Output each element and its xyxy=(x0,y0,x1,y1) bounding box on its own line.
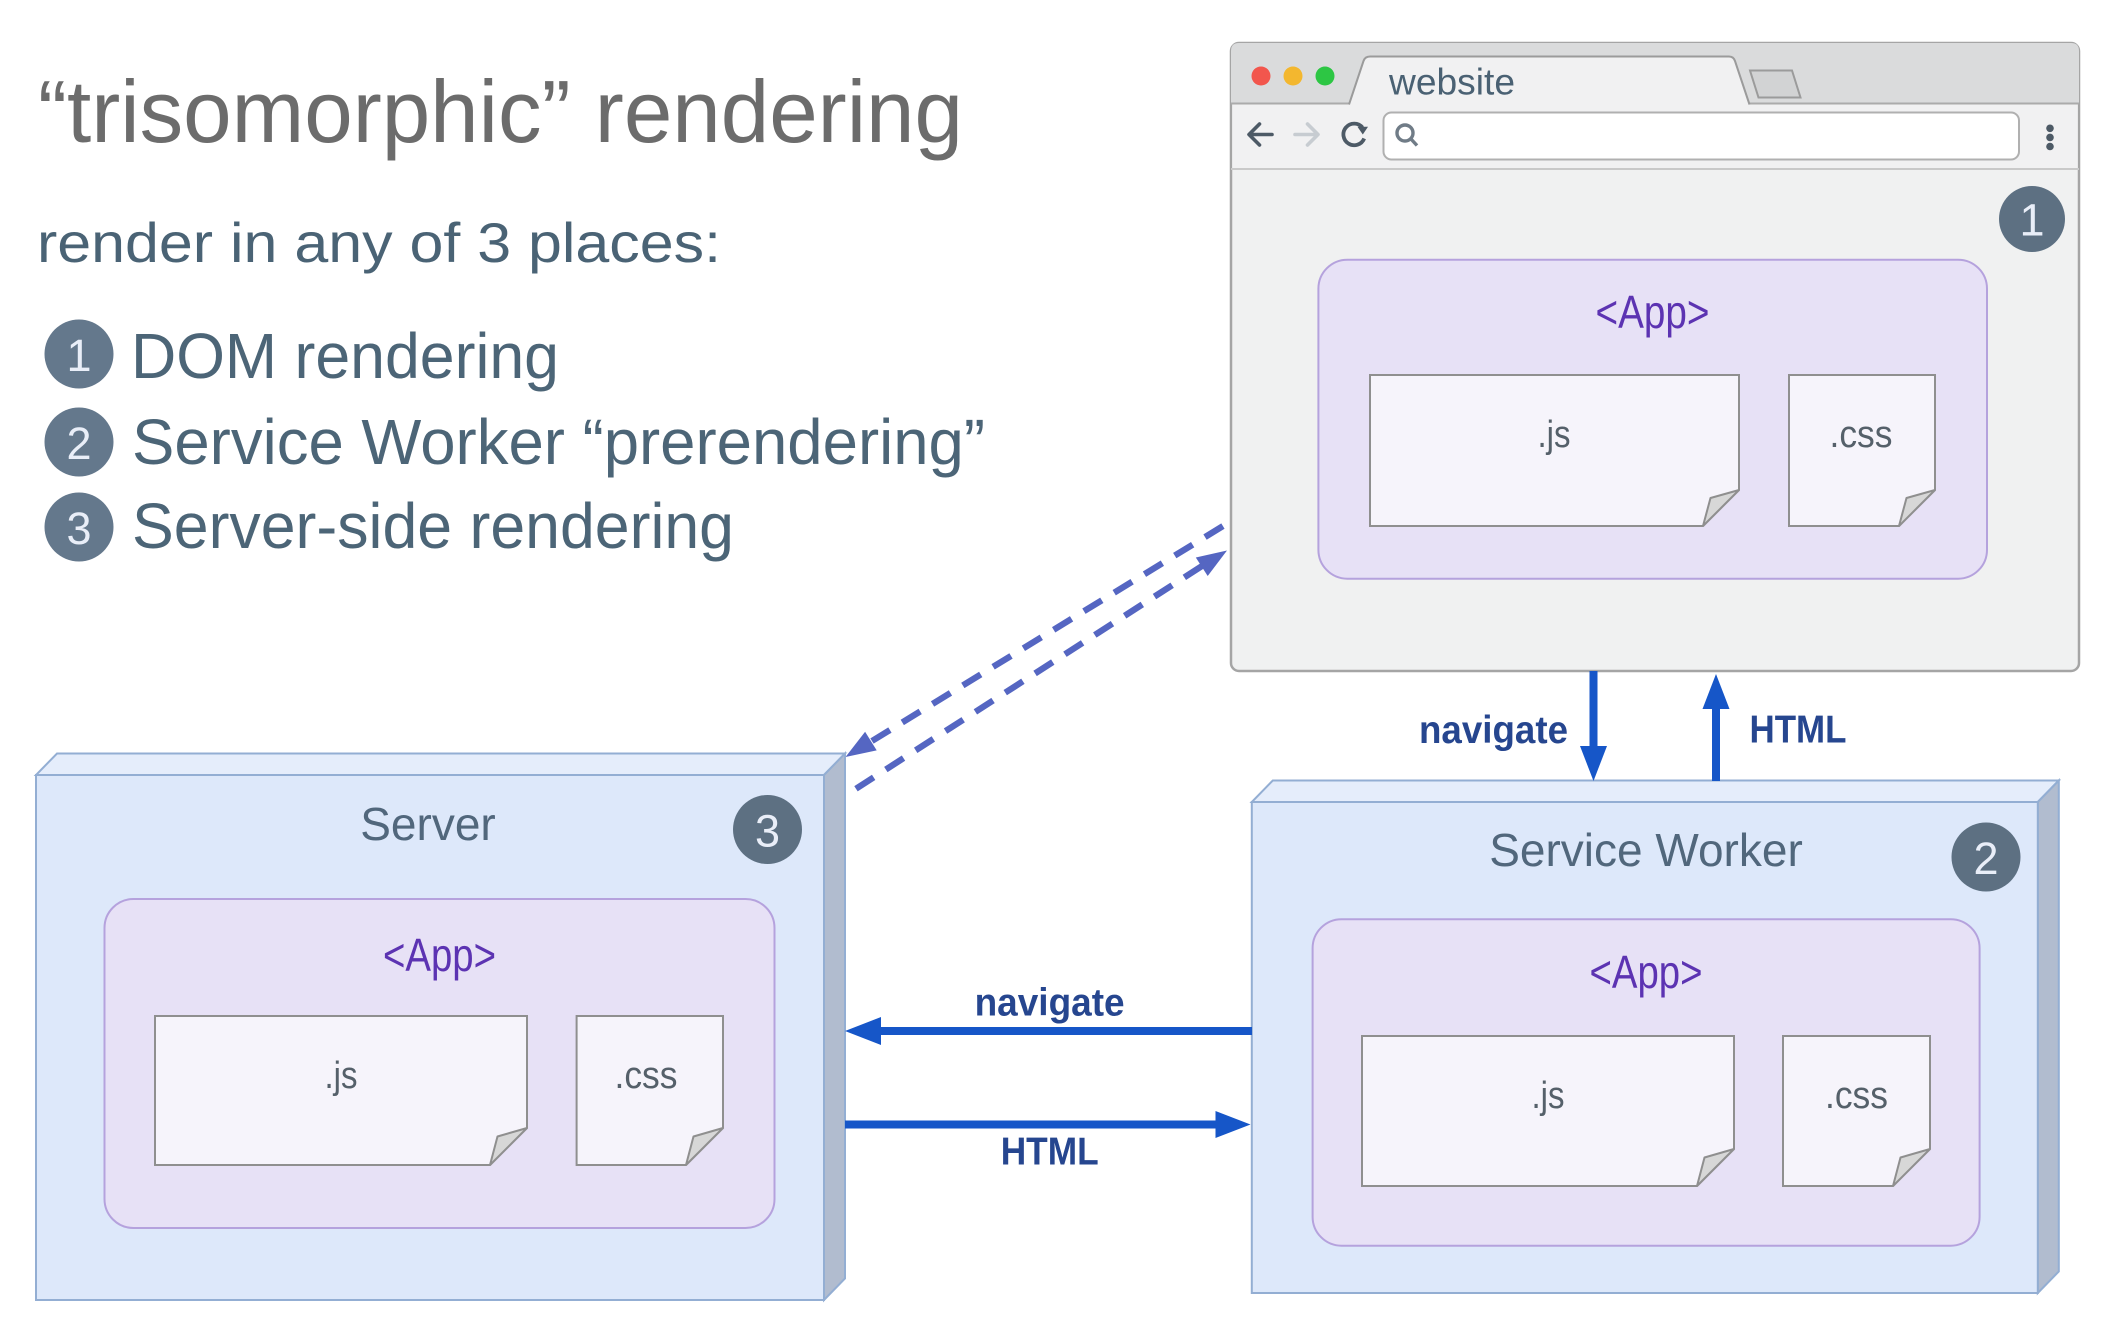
svg-text:3: 3 xyxy=(66,503,91,554)
svg-text:1: 1 xyxy=(2019,195,2044,246)
svg-text:.css: .css xyxy=(1830,414,1893,456)
svg-text:Server: Server xyxy=(360,798,495,850)
svg-text:2: 2 xyxy=(66,418,91,469)
svg-text:website: website xyxy=(1388,62,1515,103)
svg-text:<App>: <App> xyxy=(383,929,496,981)
svg-text:navigate: navigate xyxy=(1419,709,1568,752)
svg-text:Server-side rendering: Server-side rendering xyxy=(132,490,734,562)
svg-text:render in any of 3 places:: render in any of 3 places: xyxy=(37,211,721,274)
svg-text:Service Worker: Service Worker xyxy=(1489,824,1803,876)
svg-text:2: 2 xyxy=(1973,833,1998,884)
svg-text:.js: .js xyxy=(1532,1075,1565,1117)
svg-text:“trisomorphic” rendering: “trisomorphic” rendering xyxy=(38,62,963,161)
svg-text:HTML: HTML xyxy=(1001,1131,1099,1174)
svg-text:<App>: <App> xyxy=(1590,946,1703,998)
svg-text:.css: .css xyxy=(615,1055,678,1097)
svg-text:<App>: <App> xyxy=(1596,286,1710,338)
svg-text:.js: .js xyxy=(1538,414,1571,456)
svg-text:Service Worker “prerendering”: Service Worker “prerendering” xyxy=(132,406,985,478)
svg-text:navigate: navigate xyxy=(975,981,1125,1024)
svg-text:DOM rendering: DOM rendering xyxy=(131,320,559,392)
svg-text:3: 3 xyxy=(755,806,780,857)
svg-text:HTML: HTML xyxy=(1750,709,1847,752)
svg-text:1: 1 xyxy=(66,330,91,381)
svg-text:.js: .js xyxy=(325,1055,358,1097)
svg-text:.css: .css xyxy=(1825,1075,1888,1117)
